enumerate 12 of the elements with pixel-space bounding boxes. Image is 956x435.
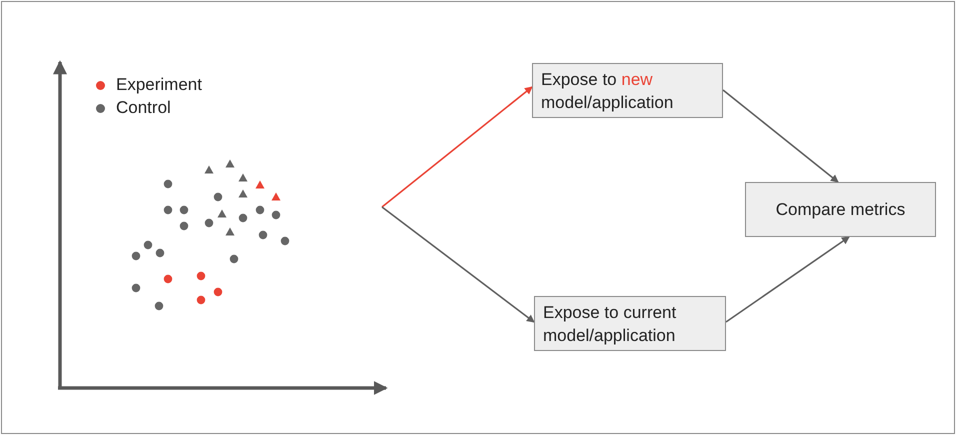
process-box: [532, 63, 723, 118]
legend-label: Experiment: [116, 74, 202, 96]
arrow: [382, 206, 535, 323]
legend-label: Control: [116, 97, 171, 119]
box-label: Expose to new model/application: [541, 68, 674, 114]
arrow: [382, 86, 533, 208]
box-label: Compare metrics: [776, 199, 906, 221]
box-label: Expose to current model/application: [543, 302, 678, 346]
process-box: [745, 182, 936, 237]
arrow: [722, 89, 839, 183]
arrow: [726, 236, 850, 323]
process-box: [534, 296, 726, 351]
